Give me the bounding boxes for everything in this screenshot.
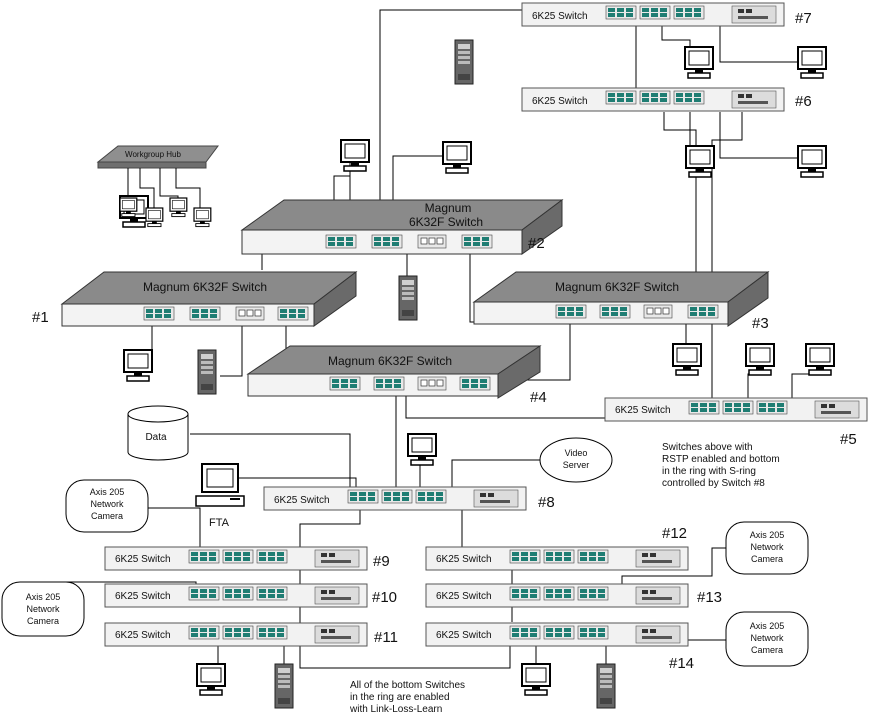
camera-right-bottom-line1: Axis 205 (750, 621, 785, 631)
video-server-line2: Server (563, 460, 590, 470)
workgroup-hub: Workgroup Hub (96, 145, 219, 228)
fta-workstation: FTA (195, 463, 245, 529)
camera-left: Axis 205 Network Camera (1, 581, 85, 637)
switch-7: 6K25 Switch (522, 3, 784, 26)
switch-7-number: #7 (795, 10, 812, 27)
switch-10: 6K25 Switch (105, 584, 367, 607)
camera-left-line2: Network (26, 604, 60, 614)
rstp-note-line1: Switches above with (662, 442, 753, 453)
magnum-switch-4: Magnum 6K32F Switch #4 (246, 345, 547, 406)
camera-right-top-line2: Network (750, 542, 784, 552)
rstp-note-line2: RSTP enabled and bottom (662, 454, 780, 465)
camera-top-left-line1: Axis 205 (90, 487, 125, 497)
camera-right-bottom-line2: Network (750, 633, 784, 643)
switch-13-label: 6K25 Switch (436, 591, 492, 602)
switch-5-label: 6K25 Switch (615, 405, 671, 416)
camera-top-left: Axis 205 Network Camera (65, 479, 149, 533)
hub-label: Workgroup Hub (125, 150, 181, 159)
switch-12-number: #12 (662, 525, 687, 542)
switch-2-title-line2: 6K32F Switch (409, 215, 483, 229)
switch-11-number: #11 (374, 629, 398, 646)
switch-5-number: #5 (840, 431, 857, 448)
camera-left-line3: Camera (27, 616, 59, 626)
link-loss-note-line3: with Link-Loss-Learn (349, 704, 442, 715)
camera-right-bottom: Axis 205 Network Camera (725, 611, 809, 667)
switch-4-number: #4 (530, 389, 547, 406)
switch-9-number: #9 (373, 553, 390, 570)
switch-10-number: #10 (372, 589, 397, 606)
switch-13-number: #13 (697, 589, 722, 606)
switch-6-number: #6 (795, 93, 812, 110)
switch-8: 6K25 Switch (264, 487, 526, 510)
switch-9-label: 6K25 Switch (115, 554, 171, 565)
camera-top-left-line3: Camera (91, 511, 123, 521)
magnum-switch-2: Magnum 6K32F Switch #2 (240, 199, 564, 255)
camera-right-top: Axis 205 Network Camera (725, 521, 809, 575)
switch-8-number: #8 (538, 494, 555, 511)
link-loss-note: All of the bottom Switches in the ring a… (349, 680, 465, 715)
switch-14-label: 6K25 Switch (436, 630, 492, 641)
switch-3-number: #3 (752, 315, 769, 332)
camera-right-top-line3: Camera (751, 554, 783, 564)
switch-14: 6K25 Switch (426, 623, 688, 646)
data-label: Data (145, 432, 167, 443)
switch-6-label: 6K25 Switch (532, 96, 588, 107)
switch-5: 6K25 Switch (605, 398, 867, 421)
video-server-line1: Video (565, 448, 588, 458)
switch-11-label: 6K25 Switch (115, 630, 171, 641)
link-loss-note-line2: in the ring are enabled (350, 692, 450, 703)
rstp-note: Switches above with RSTP enabled and bot… (662, 442, 780, 489)
switch-6: 6K25 Switch (522, 88, 784, 111)
magnum-switch-3: Magnum 6K32F Switch #3 (472, 271, 770, 332)
magnum-switch-1: Magnum 6K32F Switch #1 (32, 270, 358, 327)
rstp-note-line3: in the ring with S-ring (662, 466, 756, 477)
switch-7-label: 6K25 Switch (532, 11, 588, 22)
switch-4-title: Magnum 6K32F Switch (328, 354, 452, 368)
link-loss-note-line1: All of the bottom Switches (350, 680, 465, 691)
rstp-note-line4: controlled by Switch #8 (662, 478, 765, 489)
switch-14-number: #14 (669, 655, 694, 672)
switch-1-title: Magnum 6K32F Switch (143, 280, 267, 294)
switch-9: 6K25 Switch (105, 547, 367, 570)
fta-label: FTA (209, 517, 230, 529)
camera-left-line1: Axis 205 (26, 592, 61, 602)
switch-2-title-line1: Magnum (425, 201, 472, 215)
switch-10-label: 6K25 Switch (115, 591, 171, 602)
switch-3-title: Magnum 6K32F Switch (555, 280, 679, 294)
switch-8-label: 6K25 Switch (274, 495, 330, 506)
switch-1-number: #1 (32, 309, 49, 326)
video-server-bubble: Video Server (539, 437, 613, 483)
switch-11: 6K25 Switch (105, 623, 367, 646)
switch-2-number: #2 (528, 235, 545, 252)
camera-right-top-line1: Axis 205 (750, 530, 785, 540)
camera-right-bottom-line3: Camera (751, 645, 783, 655)
switch-13: 6K25 Switch (426, 584, 688, 607)
data-storage: Data (127, 405, 189, 461)
switch-12-label: 6K25 Switch (436, 554, 492, 565)
camera-top-left-line2: Network (90, 499, 124, 509)
switch-12: 6K25 Switch (426, 547, 688, 570)
